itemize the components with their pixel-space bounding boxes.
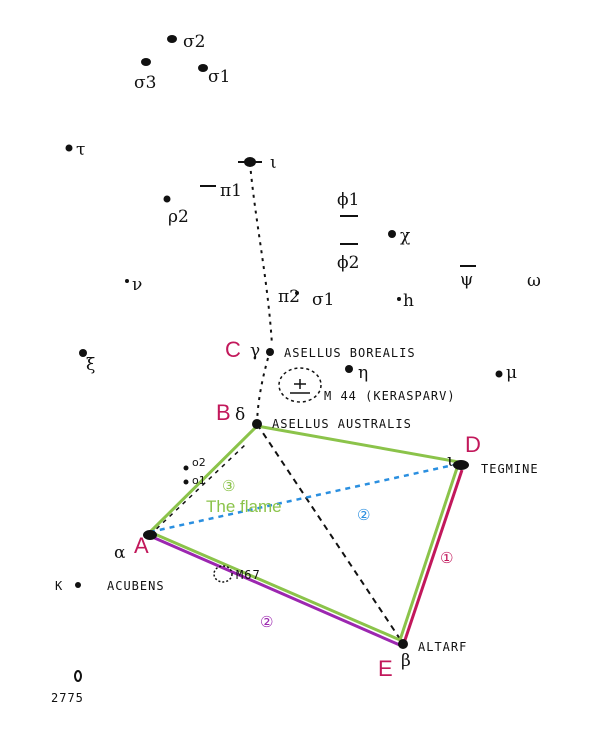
star-dot-pi2-small	[295, 291, 299, 295]
star-dot-alpha	[143, 530, 157, 540]
dashed-line-iota-to-gamma	[249, 162, 273, 346]
label-sigma2: σ2	[183, 32, 205, 52]
label-omicron2: o2	[192, 456, 206, 469]
label-rho2: ρ2	[168, 207, 189, 227]
label-gamma: γ	[250, 341, 260, 361]
star-dot-sigma1	[198, 64, 208, 72]
point-label-C: C	[225, 337, 241, 362]
label-acubens: ACUBENS	[107, 579, 165, 593]
label-asellus-australis: ASELLUS AUSTRALIS	[272, 417, 412, 431]
point-label-A: A	[134, 533, 149, 558]
label-m67: M67	[236, 568, 261, 582]
label-nu: ν	[132, 275, 142, 295]
purple-line-A-E	[149, 534, 403, 648]
star-dot-nu	[125, 279, 129, 283]
star-dot-eta	[345, 365, 353, 373]
label-psi: ψ	[460, 270, 473, 290]
star-dot-beta	[398, 639, 408, 649]
label-alpha: α	[114, 543, 126, 563]
label-tegmine: TEGMINE	[481, 462, 539, 476]
star-dot-kappa	[75, 582, 81, 588]
label-tau: τ	[76, 140, 85, 160]
label-sigma3: σ3	[134, 73, 156, 93]
label-sigma1: σ1	[208, 67, 230, 87]
label-phi2: ϕ2	[337, 253, 359, 273]
label-beta: β	[401, 651, 411, 671]
label-altarf: ALTARF	[418, 640, 467, 654]
label-sigma1-small: σ1	[312, 290, 334, 310]
cluster-m44-outline	[278, 367, 322, 403]
label-chi: χ	[400, 226, 410, 246]
star-dot-omicron1	[183, 479, 189, 485]
label-kappa: K	[55, 579, 63, 593]
label-2775: 2775	[51, 691, 84, 705]
label-phi1: ϕ1	[337, 190, 359, 210]
label-eta: η	[358, 363, 368, 383]
point-label-B: B	[216, 400, 231, 425]
star-dot-sigma2	[167, 35, 177, 43]
star-dot-omicron2	[183, 465, 189, 471]
label-h: h	[403, 291, 414, 311]
label-pi2: π2	[278, 287, 300, 307]
label-tegmine-iota: ι	[447, 451, 454, 471]
star-dot-delta	[252, 419, 262, 429]
circle-number-2-blue: ②	[357, 506, 370, 524]
label-pi1: π1	[220, 181, 242, 201]
cluster-m67-outline	[213, 565, 233, 583]
label-iota: ι	[270, 153, 277, 173]
label-mu: μ	[506, 363, 517, 383]
label-asellus-borealis: ASELLUS BOREALIS	[284, 346, 416, 360]
star-dot-2775	[74, 670, 82, 682]
label-xi: ξ	[86, 355, 95, 375]
star-dot-chi	[388, 230, 396, 238]
point-label-E: E	[378, 656, 393, 681]
star-dot-xi	[79, 349, 87, 357]
cluster-m44-marks	[290, 379, 310, 394]
label-omicron1: o1	[192, 474, 206, 487]
star-dot-tau	[65, 144, 73, 152]
magenta-line-D-E	[402, 469, 464, 644]
star-dot-gamma	[266, 348, 274, 356]
star-dot-pi2	[163, 195, 171, 203]
star-dot-tegmine	[453, 460, 469, 470]
blue-dashed-line-A-D	[149, 462, 459, 534]
star-dot-mu	[495, 370, 503, 378]
point-label-D: D	[465, 432, 481, 457]
circle-number-1: ①	[440, 549, 453, 567]
star-dot-sigma3	[141, 58, 151, 66]
circle-number-3: ③	[222, 477, 235, 495]
label-delta: δ	[235, 405, 245, 425]
label-m44: M 44 (KERASPARV)	[324, 389, 456, 403]
circle-number-2-purple: ②	[260, 613, 273, 631]
star-dot-h	[397, 297, 401, 301]
flame-label: The flame	[206, 497, 282, 516]
dashed-line-gamma-to-delta	[256, 357, 269, 423]
label-omega: ω	[527, 271, 541, 291]
dashed-line-alpha-omicron	[149, 444, 246, 536]
